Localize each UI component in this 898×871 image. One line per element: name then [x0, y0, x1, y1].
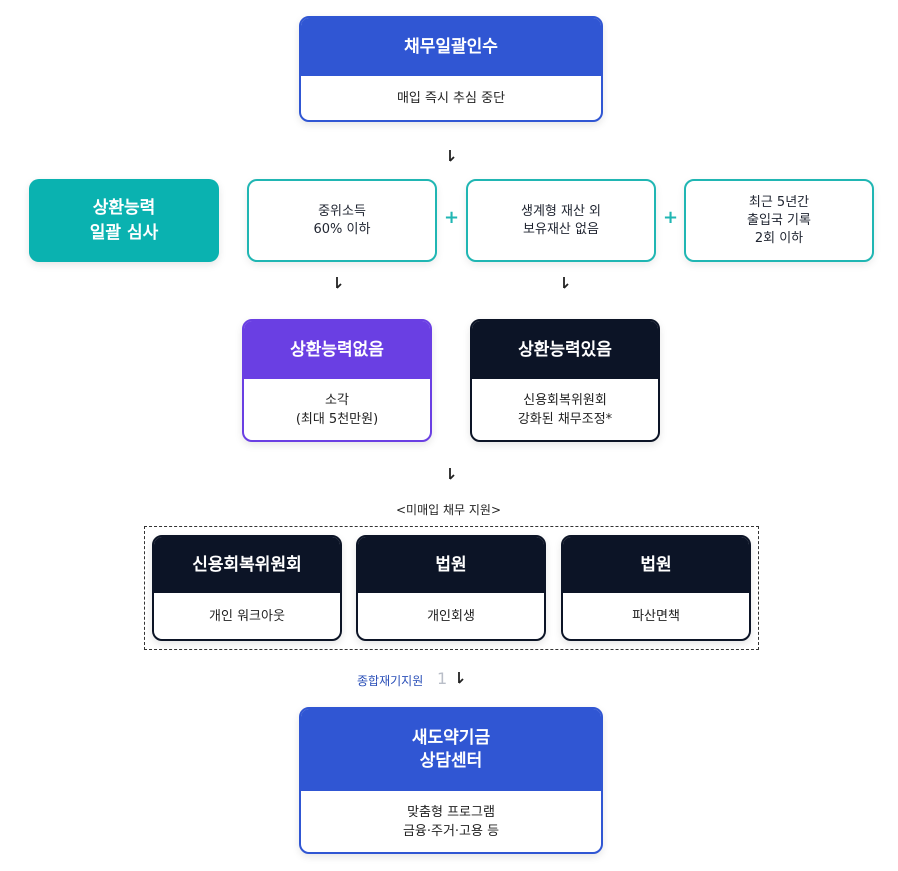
support-body: 개인 워크아웃	[209, 608, 285, 624]
down-arrow-icon	[563, 277, 569, 289]
criterion-assets: 생계형 재산 외 보유재산 없음	[466, 179, 656, 262]
support-title: 법원	[358, 537, 544, 593]
support-card-rehabilitation: 법원 개인회생	[356, 535, 546, 641]
debt-purchase-card: 채무일괄인수 매입 즉시 추심 중단	[299, 16, 603, 122]
support-body: 개인회생	[427, 608, 475, 624]
criterion-income: 중위소득 60% 이하	[247, 179, 437, 262]
down-arrow-icon	[449, 150, 455, 162]
support-group	[144, 526, 759, 650]
comprehensive-support-label: 종합재기지원	[357, 674, 424, 688]
support-body: 파산면책	[632, 608, 680, 624]
no-repayment-ability-title: 상환능력없음	[244, 321, 430, 379]
no-repayment-ability-body: 소각 (최대 5천만원)	[295, 392, 379, 427]
support-title: 법원	[563, 537, 749, 593]
support-card-bankruptcy: 법원 파산면책	[561, 535, 751, 641]
down-arrow-icon	[458, 672, 464, 684]
counseling-center-title: 새도약기금 상담센터	[301, 709, 601, 791]
support-card-workout: 신용회복위원회 개인 워크아웃	[152, 535, 342, 641]
criterion-travel: 최근 5년간 출입국 기록 2회 이하	[684, 179, 874, 262]
no-repayment-ability-card: 상환능력없음 소각 (최대 5천만원)	[242, 319, 432, 442]
has-repayment-ability-card: 상환능력있음 신용회복위원회 강화된 채무조정*	[470, 319, 660, 442]
plus-icon: +	[663, 207, 679, 228]
repayment-review-label: 상환능력 일괄 심사	[29, 179, 219, 262]
plus-icon: +	[444, 207, 460, 228]
counseling-center-card: 새도약기금 상담센터 맞춤형 프로그램 금융·주거·고용 등	[299, 707, 603, 854]
unpurchased-debt-support-label: <미매입 채무 지원>	[396, 503, 502, 517]
counseling-center-body: 맞춤형 프로그램 금융·주거·고용 등	[402, 804, 500, 839]
down-arrow-icon	[449, 468, 455, 480]
has-repayment-ability-body: 신용회복위원회 강화된 채무조정*	[517, 392, 613, 427]
down-arrow-icon	[336, 277, 342, 289]
has-repayment-ability-title: 상환능력있음	[472, 321, 658, 379]
support-title: 신용회복위원회	[154, 537, 340, 593]
debt-purchase-title: 채무일괄인수	[301, 18, 601, 76]
comprehensive-support-number: 1	[437, 669, 448, 688]
debt-purchase-body: 매입 즉시 추심 중단	[396, 90, 506, 106]
